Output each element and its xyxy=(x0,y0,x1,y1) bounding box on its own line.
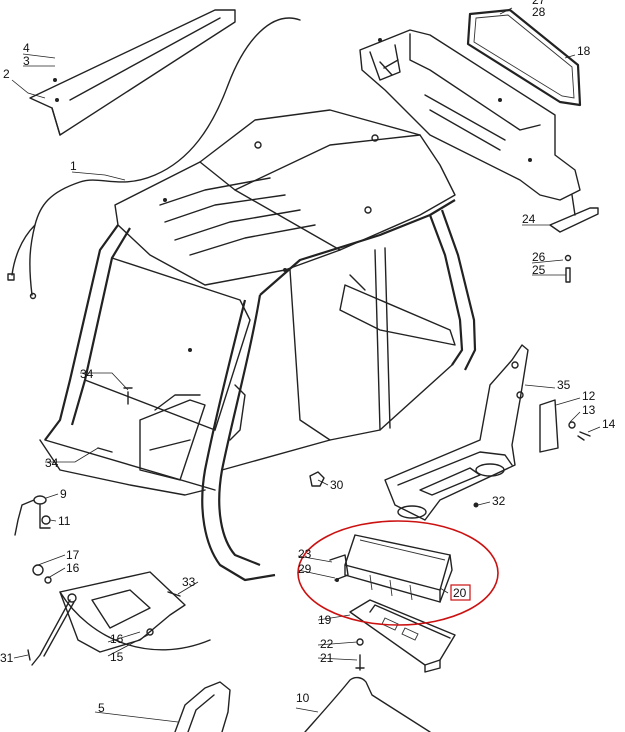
label-27: 27 xyxy=(532,0,546,7)
label-24: 24 xyxy=(522,212,536,226)
label-1: 1 xyxy=(70,159,77,173)
label-33: 33 xyxy=(182,575,196,589)
part-10-floor-panel xyxy=(304,676,431,732)
part-24-bracket xyxy=(549,207,599,233)
label-15: 15 xyxy=(110,650,124,664)
label-14: 14 xyxy=(602,417,616,431)
part-18-gasket xyxy=(466,8,582,107)
label-20-box xyxy=(450,584,471,601)
part-5-cushion xyxy=(174,681,231,732)
label-29: 29 xyxy=(298,562,312,576)
label-17: 17 xyxy=(66,548,80,562)
label-19: 19 xyxy=(318,613,332,627)
leader-lines xyxy=(11,7,601,723)
highlight-ellipse xyxy=(297,520,499,626)
label-35: 35 xyxy=(557,378,571,392)
part-20-box xyxy=(344,534,453,603)
label-16a: 16 xyxy=(66,561,80,575)
side-console xyxy=(384,344,529,521)
label-25: 25 xyxy=(532,263,546,277)
rear-duct-housing xyxy=(359,29,581,201)
label-21: 21 xyxy=(320,651,334,665)
label-3: 3 xyxy=(23,54,30,68)
label-30: 30 xyxy=(330,478,344,492)
label-28: 28 xyxy=(532,5,546,19)
label-5: 5 xyxy=(98,701,105,715)
label-12: 12 xyxy=(582,389,596,403)
part-labels: 4 3 2 1 27 28 18 24 26 25 35 12 13 14 34… xyxy=(0,0,616,715)
cab-frame xyxy=(39,109,477,582)
label-23: 23 xyxy=(298,547,312,561)
label-10: 10 xyxy=(296,691,310,705)
part-19-tray xyxy=(349,599,456,673)
label-20: 20 xyxy=(453,586,467,600)
label-34a: 34 xyxy=(80,367,94,381)
label-18: 18 xyxy=(577,44,591,58)
label-13: 13 xyxy=(582,403,596,417)
label-32: 32 xyxy=(492,494,506,508)
label-31: 31 xyxy=(0,651,14,665)
label-2: 2 xyxy=(3,67,10,81)
part-2-roof-trim xyxy=(29,9,236,136)
label-22: 22 xyxy=(320,637,334,651)
part-9-lamp xyxy=(14,495,51,536)
side-panel-left xyxy=(27,564,211,666)
label-11: 11 xyxy=(58,514,71,528)
label-34b: 34 xyxy=(45,456,59,470)
part-12-cover xyxy=(539,399,559,453)
label-16b: 16 xyxy=(110,632,124,646)
label-26: 26 xyxy=(532,250,546,264)
part-30-nut xyxy=(309,471,325,487)
label-9: 9 xyxy=(60,487,67,501)
label-4: 4 xyxy=(23,41,30,55)
